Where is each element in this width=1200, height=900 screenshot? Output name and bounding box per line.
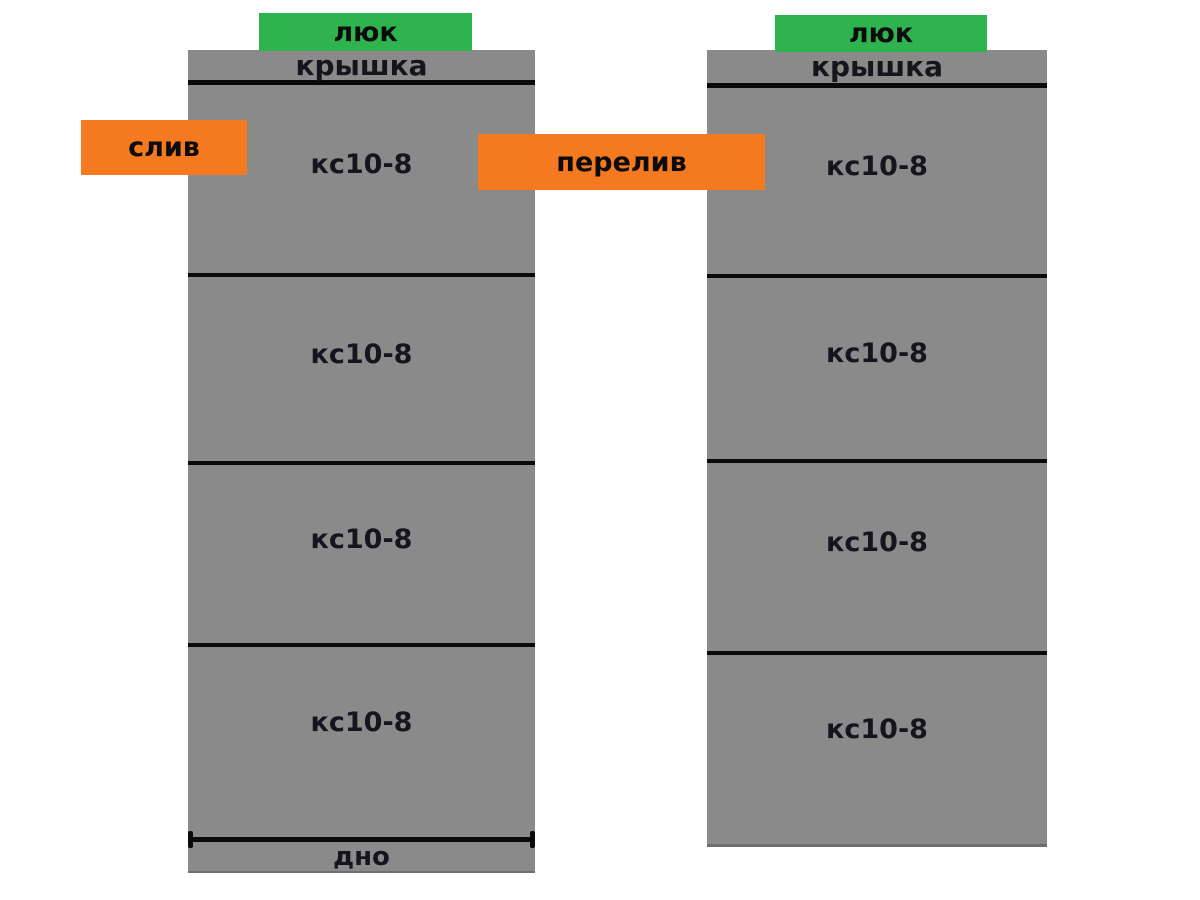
left-well-ring-1: кс10-8 — [188, 85, 535, 277]
left-well-bottom-dimension-line — [188, 831, 535, 848]
left-well-ring-4-label: кс10-8 — [310, 706, 413, 738]
right-well-ring-2: кс10-8 — [707, 278, 1047, 463]
right-well-ring-4: кс10-8 — [707, 655, 1047, 847]
left-well: крышка кс10-8 кс10-8 кс10-8 кс10-8 дно — [188, 48, 535, 873]
left-well-manhole: люк — [259, 13, 472, 51]
left-well-ring-3: кс10-8 — [188, 465, 535, 647]
left-well-cover-label: крышка — [295, 48, 428, 82]
right-well-ring-1-label: кс10-8 — [826, 150, 928, 182]
left-well-manhole-label: люк — [333, 16, 398, 48]
right-well-cover-label: крышка — [810, 50, 943, 83]
right-well-ring-3-label: кс10-8 — [826, 526, 928, 558]
overflow-pipe-label: перелив — [478, 134, 765, 190]
drain-label-text: слив — [128, 132, 200, 163]
left-well-ring-3-label: кс10-8 — [310, 523, 413, 555]
left-well-cover: крышка — [188, 48, 535, 85]
left-well-bottom-label: дно — [333, 841, 390, 872]
right-well-ring-4-label: кс10-8 — [826, 714, 928, 745]
left-well-ring-4: кс10-8 — [188, 647, 535, 837]
left-well-ring-2-label: кс10-8 — [310, 338, 413, 370]
right-well-ring-3: кс10-8 — [707, 463, 1047, 655]
left-well-ring-2: кс10-8 — [188, 277, 535, 465]
left-well-ring-1-label: кс10-8 — [310, 148, 413, 180]
right-well-manhole-label: люк — [848, 18, 914, 49]
right-well-manhole: люк — [775, 15, 987, 52]
right-well: крышка кс10-8 кс10-8 кс10-8 кс10-8 — [707, 50, 1047, 847]
dimension-tick-right-icon — [530, 831, 535, 848]
dimension-tick-left-icon — [188, 831, 193, 848]
right-well-cover: крышка — [707, 50, 1047, 88]
overflow-label-text: перелив — [556, 146, 687, 178]
drain-pipe-label: слив — [81, 120, 247, 175]
right-well-ring-2-label: кс10-8 — [826, 338, 928, 369]
left-well-bottom: дно — [188, 842, 535, 873]
